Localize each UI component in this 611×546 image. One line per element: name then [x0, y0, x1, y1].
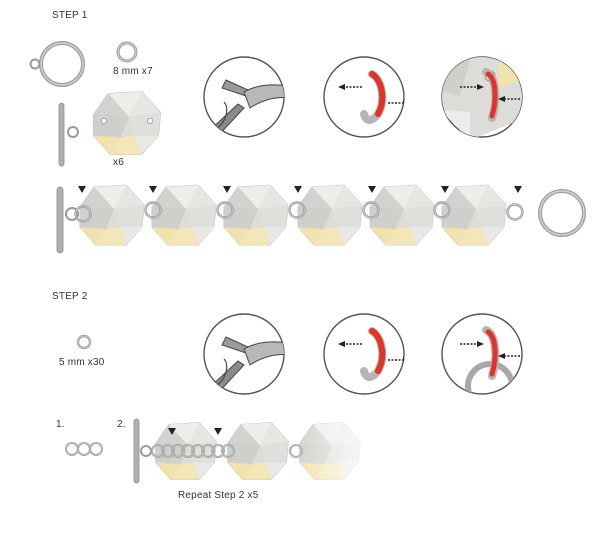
step2-substep-2: 2. — [117, 419, 126, 430]
repeat-label: Repeat Step 2 x5 — [178, 490, 259, 501]
crystal-pendant-icon — [92, 90, 162, 156]
step2-substep-1: 1. — [56, 419, 65, 430]
step2-bracelet — [133, 410, 390, 490]
link-rings-step-circle — [441, 313, 523, 395]
toggle-bar-icon — [58, 102, 79, 167]
step2-title: STEP 2 — [52, 291, 88, 302]
step1-ring-label: 8 mm x7 — [113, 66, 153, 77]
step1-title: STEP 1 — [52, 10, 88, 21]
pliers-step-circle-2 — [203, 313, 285, 395]
three-linked-rings-icon — [65, 442, 103, 456]
step1-crystal-label: x6 — [113, 157, 124, 168]
pliers-step-circle — [203, 56, 285, 138]
jump-ring-5mm-icon — [76, 334, 92, 350]
step1-bracelet — [56, 184, 586, 254]
attach-crystal-step-circle — [441, 56, 523, 138]
jump-ring-8mm-icon — [116, 41, 138, 63]
open-ring-step-circle — [323, 56, 405, 138]
toggle-ring-icon — [29, 41, 85, 87]
open-ring-step-circle-2 — [323, 313, 405, 395]
step2-ring-label: 5 mm x30 — [59, 357, 105, 368]
